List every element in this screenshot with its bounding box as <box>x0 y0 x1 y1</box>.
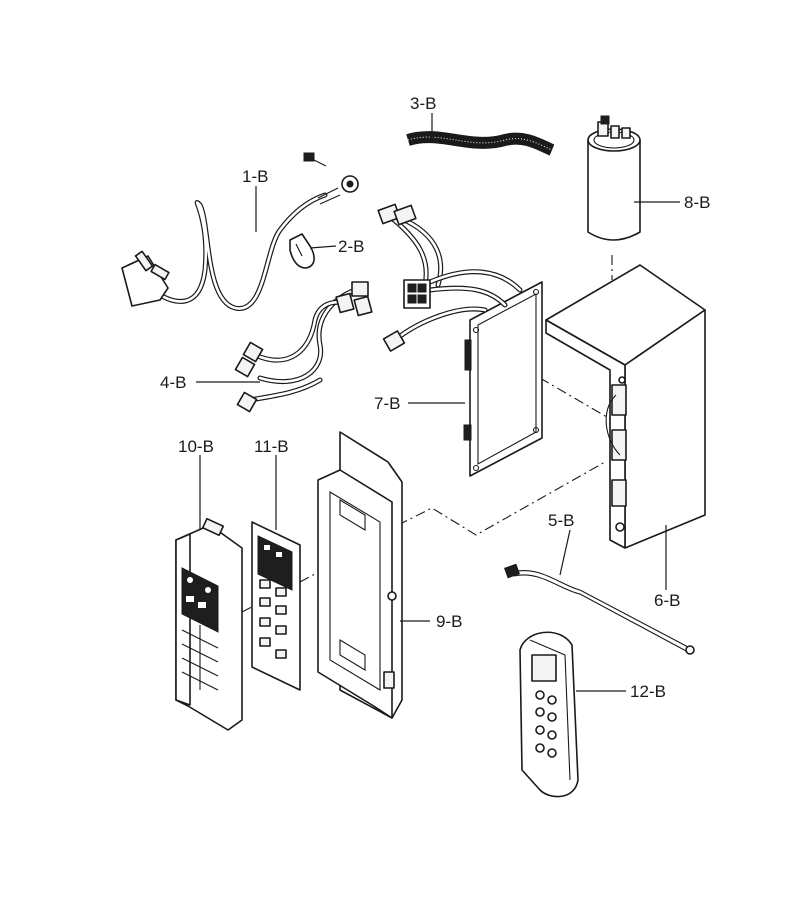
label-6b: 6-B <box>654 591 680 610</box>
sensor-5b <box>504 563 695 655</box>
mounting-frame-9b <box>317 431 403 719</box>
front-panel-10b <box>175 517 243 731</box>
capacitor-8b <box>587 115 641 241</box>
remote-control-12b <box>519 631 579 798</box>
label-8b: 8-B <box>684 193 710 212</box>
label-12b: 12-B <box>630 682 666 701</box>
label-5b: 5-B <box>548 511 574 530</box>
label-3b: 3-B <box>410 94 436 113</box>
label-9b: 9-B <box>436 612 462 631</box>
leader-lines <box>196 113 680 692</box>
label-1b: 1-B <box>242 167 268 186</box>
part-labels: 1-B 2-B 3-B 4-B 5-B 6-B 7-B 8-B 9-B 10-B… <box>160 94 710 701</box>
pcb-7b <box>463 281 543 477</box>
wire-harness-4b <box>234 281 373 413</box>
label-2b: 2-B <box>338 237 364 256</box>
clamp-2b <box>289 233 315 269</box>
power-cord-1b <box>121 152 359 311</box>
display-pcb-11b <box>251 521 301 691</box>
pcb-wiring <box>377 203 523 352</box>
label-11b: 11-B <box>254 437 289 456</box>
control-box-6b <box>545 264 706 549</box>
label-4b: 4-B <box>160 373 186 392</box>
ribbon-cable-3b <box>406 131 555 156</box>
label-10b: 10-B <box>178 437 214 456</box>
label-7b: 7-B <box>374 394 400 413</box>
